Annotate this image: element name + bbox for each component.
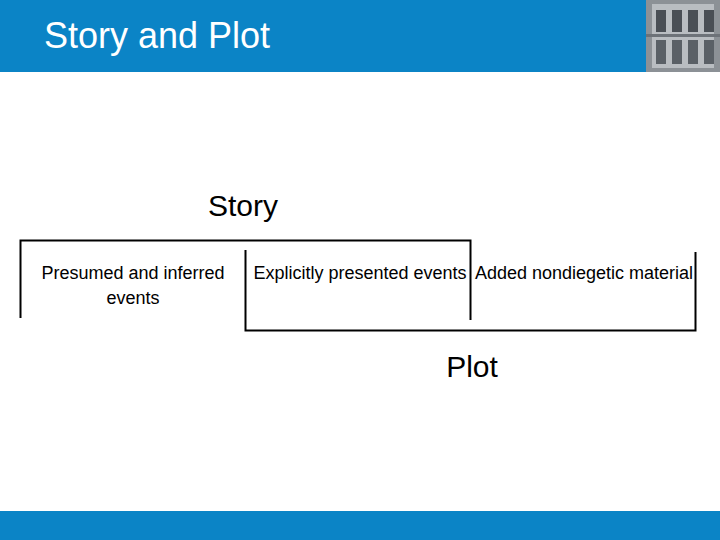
footer-band bbox=[0, 511, 720, 540]
building-photo bbox=[646, 0, 720, 72]
story-label: Story bbox=[133, 186, 353, 226]
plot-label: Plot bbox=[362, 347, 582, 387]
event-label: Presumed and inferred events bbox=[23, 261, 243, 311]
slide-title: Story and Plot bbox=[44, 14, 270, 58]
event-label: Explicitly presented events bbox=[250, 261, 470, 286]
plot-bracket bbox=[246, 250, 696, 331]
event-label: Added nondiegetic material bbox=[474, 261, 694, 286]
